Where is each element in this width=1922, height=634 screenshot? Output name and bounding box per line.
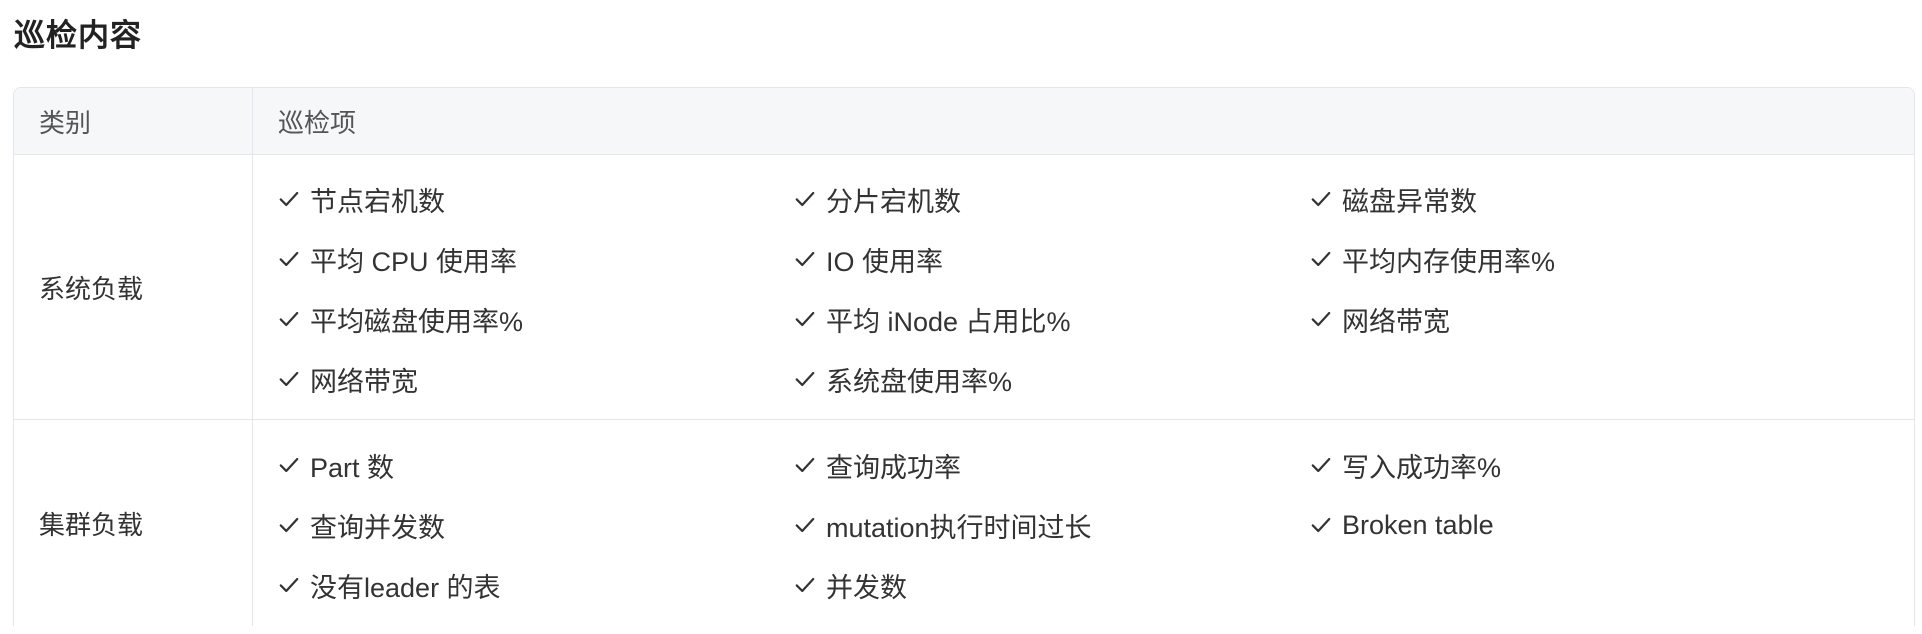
check-icon <box>279 311 299 327</box>
check-icon <box>795 517 815 533</box>
inspection-item-label: 并发数 <box>826 572 907 603</box>
inspection-item-label: 查询并发数 <box>310 512 445 543</box>
inspection-item: 分片宕机数 <box>794 169 1310 229</box>
inspection-item-label: 磁盘异常数 <box>1342 186 1477 217</box>
inspection-item: 网络带宽 <box>278 349 794 409</box>
check-icon <box>279 371 299 387</box>
inspection-item: 节点宕机数 <box>278 169 794 229</box>
inspection-item: mutation执行时间过长 <box>794 495 1310 555</box>
inspection-item: 平均 CPU 使用率 <box>278 229 794 289</box>
check-icon <box>795 311 815 327</box>
table-header-row: 类别 巡检项 <box>14 88 1914 155</box>
header-items: 巡检项 <box>278 107 357 138</box>
inspection-item-label: 平均磁盘使用率% <box>310 306 524 337</box>
inspection-item-label: 网络带宽 <box>310 366 418 397</box>
check-icon <box>279 191 299 207</box>
check-icon <box>279 251 299 267</box>
inspection-item-label: 查询成功率 <box>826 452 961 483</box>
table-row: 集群负载 Part 数 查询成功率 写入成功率% 查询并发数 mutation执行时间过… <box>14 420 1914 626</box>
check-icon <box>795 191 815 207</box>
inspection-item: 查询并发数 <box>278 495 794 555</box>
check-icon <box>279 577 299 593</box>
inspection-item-label: 分片宕机数 <box>826 186 961 217</box>
check-icon <box>1311 517 1331 533</box>
table-row: 系统负载 节点宕机数 分片宕机数 磁盘异常数平均 CPU 使用率 IO 使用率 平均内存… <box>14 155 1914 420</box>
inspection-item: 查询成功率 <box>794 435 1310 495</box>
check-icon <box>795 577 815 593</box>
inspection-item-label: Part 数 <box>310 452 395 483</box>
row-items-cell: 节点宕机数 分片宕机数 磁盘异常数平均 CPU 使用率 IO 使用率 平均内存使用率% 平… <box>253 155 1914 419</box>
inspection-item: 系统盘使用率% <box>794 349 1310 409</box>
row-category: 系统负载 <box>14 155 253 419</box>
items-grid: 节点宕机数 分片宕机数 磁盘异常数平均 CPU 使用率 IO 使用率 平均内存使用率% 平… <box>278 155 1914 419</box>
row-items-cell: Part 数 查询成功率 写入成功率% 查询并发数 mutation执行时间过长 Brok… <box>253 420 1914 626</box>
inspection-item-label: mutation执行时间过长 <box>826 512 1092 543</box>
inspection-item-label: 系统盘使用率% <box>826 366 1013 397</box>
check-icon <box>795 251 815 267</box>
items-grid: Part 数 查询成功率 写入成功率% 查询并发数 mutation执行时间过长 Brok… <box>278 420 1914 626</box>
inspection-item: 没有leader 的表 <box>278 555 794 615</box>
check-icon <box>1311 311 1331 327</box>
section-title: 巡检内容 <box>14 18 142 53</box>
inspection-item: 写入成功率% <box>1310 435 1826 495</box>
inspection-item: 并发数 <box>794 555 1310 615</box>
inspection-item: 平均 iNode 占用比% <box>794 289 1310 349</box>
inspection-table: 类别 巡检项 系统负载 节点宕机数 分片宕机数 磁盘异常数平均 CPU 使用率 IO … <box>13 87 1915 626</box>
inspection-item: 网络带宽 <box>1310 289 1826 349</box>
check-icon <box>1311 457 1331 473</box>
inspection-item-label: 网络带宽 <box>1342 306 1450 337</box>
header-category: 类别 <box>14 88 253 154</box>
check-icon <box>795 457 815 473</box>
inspection-item-label: 平均 iNode 占用比% <box>826 306 1071 337</box>
check-icon <box>1311 251 1331 267</box>
inspection-item-label: 平均内存使用率% <box>1342 246 1556 277</box>
inspection-item: Broken table <box>1310 495 1826 555</box>
inspection-item-label: 节点宕机数 <box>310 186 445 217</box>
check-icon <box>795 371 815 387</box>
row-category: 集群负载 <box>14 420 253 626</box>
inspection-item: 磁盘异常数 <box>1310 169 1826 229</box>
inspection-item-label: 平均 CPU 使用率 <box>310 246 518 277</box>
check-icon <box>1311 191 1331 207</box>
inspection-item: 平均磁盘使用率% <box>278 289 794 349</box>
check-icon <box>279 457 299 473</box>
inspection-item-label: 没有leader 的表 <box>310 572 501 603</box>
inspection-item-label: 写入成功率% <box>1342 452 1502 483</box>
inspection-item-label: Broken table <box>1342 509 1494 540</box>
inspection-item: 平均内存使用率% <box>1310 229 1826 289</box>
inspection-item-label: IO 使用率 <box>826 246 944 277</box>
inspection-item: Part 数 <box>278 435 794 495</box>
check-icon <box>279 517 299 533</box>
inspection-item: IO 使用率 <box>794 229 1310 289</box>
